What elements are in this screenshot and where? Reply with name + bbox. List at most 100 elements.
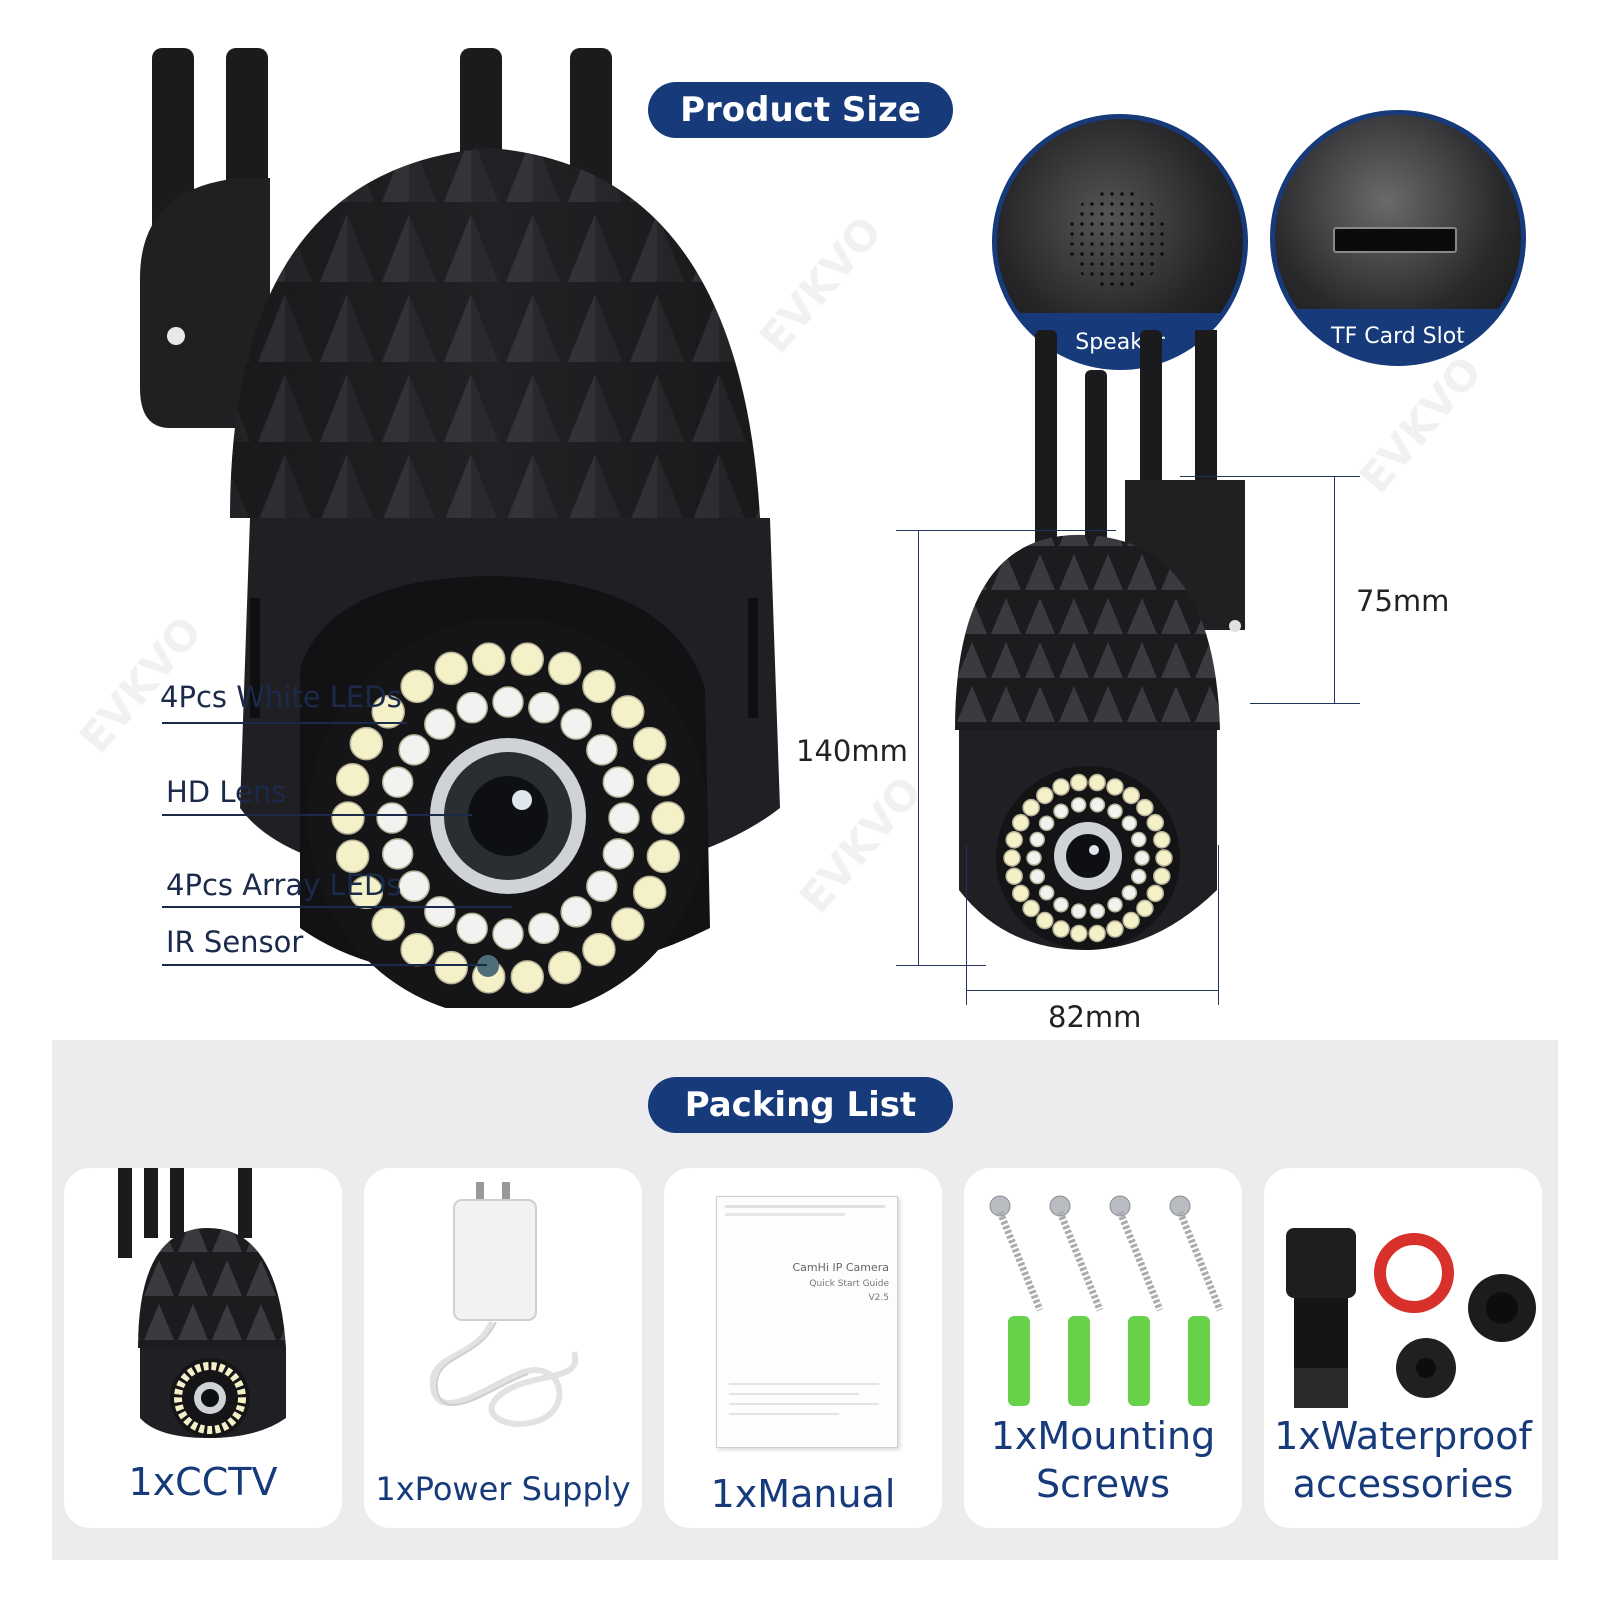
led xyxy=(1070,903,1087,919)
led xyxy=(586,870,618,902)
led xyxy=(1089,797,1106,813)
led xyxy=(1089,903,1106,919)
speaker-grille xyxy=(1067,189,1167,289)
manual-cover-version: V2.5 xyxy=(868,1293,889,1303)
led xyxy=(1022,798,1040,817)
led xyxy=(1026,850,1042,866)
led xyxy=(376,802,408,834)
led xyxy=(1011,884,1030,903)
led xyxy=(1107,803,1123,819)
tf-card-slot-label: TF Card Slot xyxy=(1331,324,1465,349)
led xyxy=(582,669,616,704)
led xyxy=(400,932,434,967)
led xyxy=(381,766,414,798)
led xyxy=(1053,803,1069,819)
led xyxy=(547,950,582,985)
led xyxy=(1088,773,1106,792)
dimension-antenna-line xyxy=(1334,476,1335,704)
led xyxy=(632,726,667,761)
camera-front-image xyxy=(140,48,780,1008)
packing-item-label-line1: 1xMounting xyxy=(990,1414,1216,1458)
led xyxy=(381,838,414,870)
led xyxy=(471,642,506,676)
led xyxy=(424,896,456,928)
led xyxy=(646,762,681,797)
dimension-width-label: 82mm xyxy=(1048,1000,1142,1034)
dimension-width-line xyxy=(1218,845,1219,1005)
label-array-leds: 4Pcs Array LEDs xyxy=(166,868,402,902)
led xyxy=(456,912,488,945)
label-white-leds: 4Pcs White LEDs xyxy=(160,680,402,714)
led xyxy=(335,762,370,797)
led xyxy=(456,691,488,724)
led xyxy=(349,875,384,910)
led xyxy=(1038,884,1055,901)
led xyxy=(1011,813,1030,832)
led xyxy=(602,766,635,798)
led xyxy=(1130,868,1147,885)
led xyxy=(1029,831,1046,848)
packing-item-mounting-screws: 1xMounting Screws xyxy=(964,1168,1242,1528)
led xyxy=(335,839,370,874)
led xyxy=(1130,831,1147,848)
led xyxy=(1070,797,1087,813)
dimension-width-line xyxy=(966,845,967,1005)
packing-item-power-supply: 1xPower Supply xyxy=(364,1168,642,1528)
led xyxy=(528,691,560,724)
screws-and-anchors-image xyxy=(989,1195,1224,1406)
wall-anchor xyxy=(1128,1316,1150,1406)
led xyxy=(1146,884,1165,903)
product-size-title: Product Size xyxy=(648,82,953,138)
led xyxy=(1052,920,1070,938)
led xyxy=(1122,911,1140,930)
led xyxy=(560,896,592,928)
manual-cover-subtitle: Quick Start Guide xyxy=(809,1279,889,1289)
dimension-antenna-line xyxy=(1180,476,1360,477)
led xyxy=(1136,798,1154,817)
led xyxy=(1121,884,1138,901)
screw xyxy=(1169,1195,1224,1312)
led xyxy=(371,907,405,941)
led xyxy=(1153,867,1171,885)
manual-cover-title: CamHi IP Camera xyxy=(792,1261,889,1274)
led xyxy=(608,802,640,834)
dimension-width-line xyxy=(966,990,1218,991)
led xyxy=(434,651,469,686)
led xyxy=(611,695,645,729)
screw xyxy=(1109,1195,1164,1312)
led xyxy=(1121,815,1138,832)
led xyxy=(646,839,681,874)
led xyxy=(1052,778,1070,796)
led xyxy=(528,912,560,945)
led xyxy=(1036,786,1054,805)
callout-line xyxy=(162,964,487,966)
packing-item-label-line1: 1xWaterproof xyxy=(1274,1414,1532,1458)
led xyxy=(1038,815,1055,832)
led xyxy=(349,726,384,761)
small-led-ring xyxy=(1003,773,1173,943)
speaker-detail: Speaker xyxy=(992,114,1248,370)
dimension-height-label: 140mm xyxy=(796,734,908,768)
led xyxy=(1134,850,1150,866)
led xyxy=(1005,831,1023,849)
dimension-height-line xyxy=(896,965,986,966)
screw xyxy=(989,1195,1044,1312)
led xyxy=(434,950,469,985)
callout-line xyxy=(162,722,407,724)
led xyxy=(371,695,405,729)
led xyxy=(1070,773,1088,792)
packing-list-title: Packing List xyxy=(648,1077,953,1133)
callout-line xyxy=(162,814,472,816)
led xyxy=(1088,924,1106,943)
led xyxy=(651,801,685,835)
screw xyxy=(1049,1195,1104,1312)
led xyxy=(582,932,616,967)
wall-anchor xyxy=(1068,1316,1090,1406)
dimension-antenna-line xyxy=(1250,703,1360,704)
packing-item-label: 1xManual xyxy=(710,1472,896,1516)
led xyxy=(1003,849,1021,867)
led xyxy=(1107,897,1123,913)
white-led-ring xyxy=(331,642,685,994)
tf-slot-icon xyxy=(1333,227,1457,253)
dimension-height-line xyxy=(896,530,1116,531)
